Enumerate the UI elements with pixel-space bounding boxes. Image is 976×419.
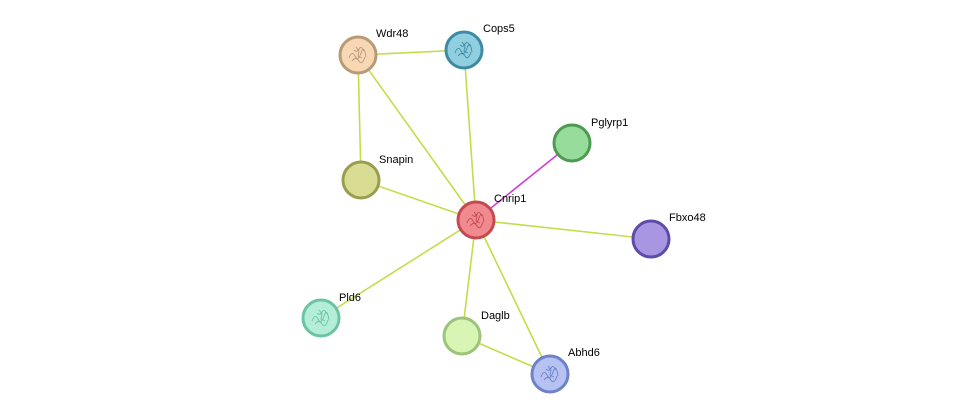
edge-cnrip1-abhd6 [475, 219, 551, 375]
node-pld6[interactable]: Pld6 [301, 292, 361, 338]
edge-cnrip1-pglyrp1 [475, 142, 573, 221]
node-abhd6[interactable]: Abhd6 [530, 347, 600, 394]
node-label: Cnrip1 [494, 193, 526, 205]
edge-cnrip1-pld6 [320, 219, 477, 319]
protein-structure-icon [311, 309, 330, 327]
node-cops5[interactable]: Cops5 [444, 23, 515, 70]
node-circle[interactable] [631, 219, 671, 259]
node-snapin[interactable]: Snapin [341, 154, 413, 200]
node-circle[interactable] [341, 160, 381, 200]
protein-structure-icon [466, 211, 485, 229]
node-cnrip1[interactable]: Cnrip1 [456, 193, 526, 240]
node-wdr48[interactable]: Wdr48 [338, 28, 408, 75]
edge-wdr48-snapin [357, 54, 362, 181]
node-label: Abhd6 [568, 347, 600, 359]
node-label: Pld6 [339, 292, 361, 304]
node-label: Pglyrp1 [591, 117, 628, 129]
node-label: Wdr48 [376, 28, 408, 40]
edge-cnrip1-wdr48 [357, 54, 477, 221]
protein-structure-icon [540, 365, 559, 383]
nodes-layer: Cnrip1 Wdr48 Cops5Pglyrp1SnapinFbxo48Pld6D… [301, 23, 706, 394]
node-label: Cops5 [483, 23, 515, 35]
protein-structure-icon [348, 46, 367, 64]
node-label: Snapin [379, 154, 413, 166]
edge-cnrip1-snapin [360, 179, 477, 221]
node-daglb[interactable]: Daglb [442, 310, 510, 356]
node-circle[interactable] [552, 123, 592, 163]
node-label: Fbxo48 [669, 212, 706, 224]
node-fbxo48[interactable]: Fbxo48 [631, 212, 706, 259]
protein-structure-icon [454, 41, 473, 59]
node-pglyrp1[interactable]: Pglyrp1 [552, 117, 628, 163]
edge-cnrip1-cops5 [463, 49, 477, 221]
node-label: Daglb [481, 310, 510, 322]
node-circle[interactable] [442, 316, 482, 356]
edge-cnrip1-fbxo48 [475, 219, 652, 240]
